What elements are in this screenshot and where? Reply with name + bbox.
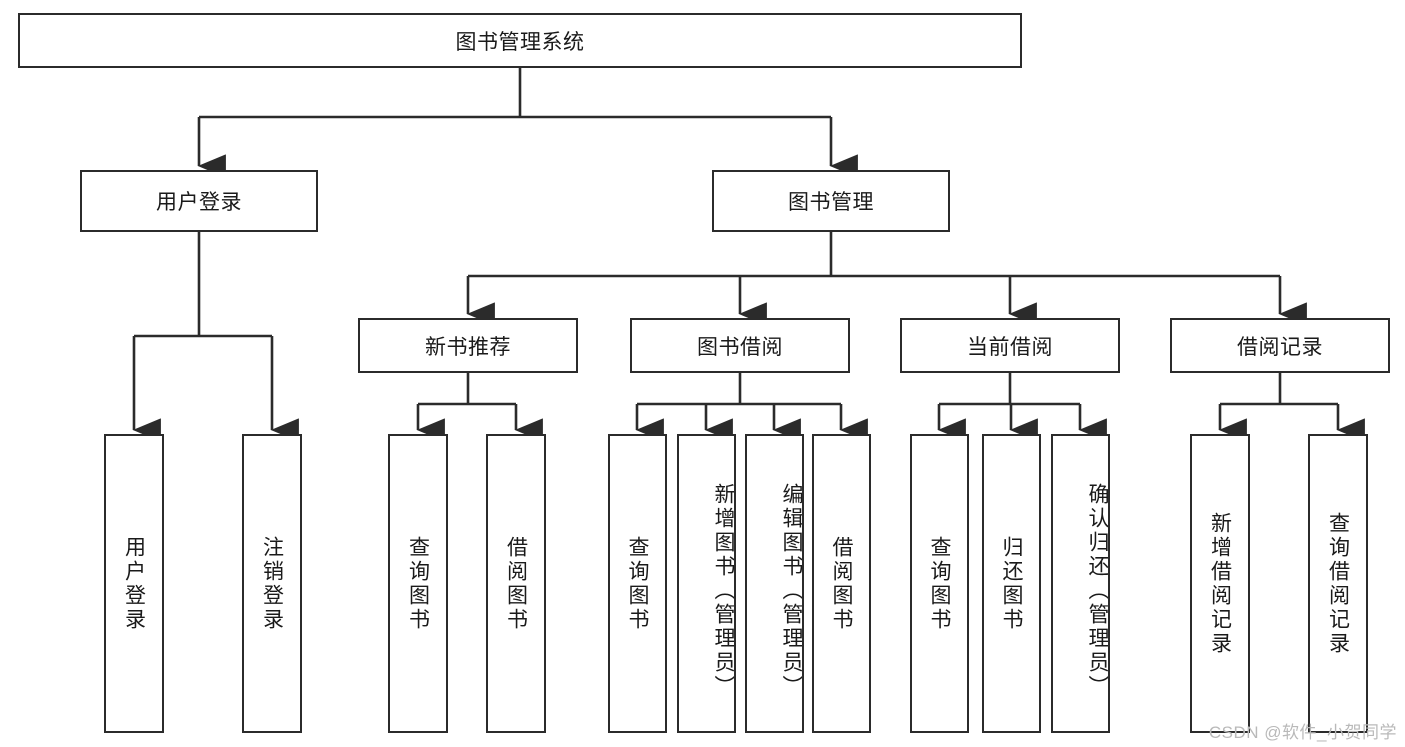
node-leaf-edit-book-label: 编辑图书（管理员） <box>780 482 803 699</box>
node-book-borrow-label: 图书借阅 <box>697 335 783 359</box>
node-leaf-add-book-label: 新增图书（管理员） <box>712 482 735 699</box>
node-leaf-query-book-3[interactable]: 查询图书 <box>910 434 969 733</box>
node-leaf-borrow-book-2[interactable]: 借阅图书 <box>812 434 871 733</box>
watermark: CSDN @软件_小贺同学 <box>1208 723 1397 742</box>
node-leaf-query-record-label: 查询借阅记录 <box>1326 511 1350 656</box>
node-leaf-add-record[interactable]: 新增借阅记录 <box>1190 434 1250 733</box>
node-borrow-record-label: 借阅记录 <box>1237 335 1323 359</box>
node-book-borrow[interactable]: 图书借阅 <box>630 318 850 373</box>
node-root[interactable]: 图书管理系统 <box>18 13 1022 68</box>
node-leaf-borrow-book-2-label: 借阅图书 <box>830 535 853 632</box>
node-borrow-record[interactable]: 借阅记录 <box>1170 318 1390 373</box>
node-leaf-query-book-1-label: 查询图书 <box>406 535 430 632</box>
node-leaf-query-book-2-label: 查询图书 <box>626 535 649 632</box>
node-leaf-query-book-3-label: 查询图书 <box>928 535 951 632</box>
node-current-borrow-label: 当前借阅 <box>967 335 1053 359</box>
node-leaf-return-book[interactable]: 归还图书 <box>982 434 1041 733</box>
node-leaf-confirm-return[interactable]: 确认归还（管理员） <box>1051 434 1110 733</box>
node-leaf-user-login-label: 用户登录 <box>122 535 146 632</box>
node-new-book-rec[interactable]: 新书推荐 <box>358 318 578 373</box>
node-leaf-return-book-label: 归还图书 <box>1000 535 1023 632</box>
node-leaf-confirm-return-label: 确认归还（管理员） <box>1086 482 1109 699</box>
node-book-manage[interactable]: 图书管理 <box>712 170 950 232</box>
node-leaf-query-book-1[interactable]: 查询图书 <box>388 434 448 733</box>
node-leaf-borrow-book-1[interactable]: 借阅图书 <box>486 434 546 733</box>
node-user-login[interactable]: 用户登录 <box>80 170 318 232</box>
node-current-borrow[interactable]: 当前借阅 <box>900 318 1120 373</box>
node-user-login-label: 用户登录 <box>156 191 242 214</box>
node-leaf-query-book-2[interactable]: 查询图书 <box>608 434 667 733</box>
node-leaf-query-record[interactable]: 查询借阅记录 <box>1308 434 1368 733</box>
node-leaf-logout-label: 注销登录 <box>260 535 284 632</box>
node-root-label: 图书管理系统 <box>455 30 585 54</box>
node-new-book-rec-label: 新书推荐 <box>425 335 511 359</box>
node-book-manage-label: 图书管理 <box>788 191 874 214</box>
node-leaf-logout[interactable]: 注销登录 <box>242 434 302 733</box>
node-leaf-add-record-label: 新增借阅记录 <box>1208 511 1232 656</box>
node-leaf-edit-book[interactable]: 编辑图书（管理员） <box>745 434 804 733</box>
node-leaf-borrow-book-1-label: 借阅图书 <box>504 535 528 632</box>
node-leaf-add-book[interactable]: 新增图书（管理员） <box>677 434 736 733</box>
node-leaf-user-login[interactable]: 用户登录 <box>104 434 164 733</box>
